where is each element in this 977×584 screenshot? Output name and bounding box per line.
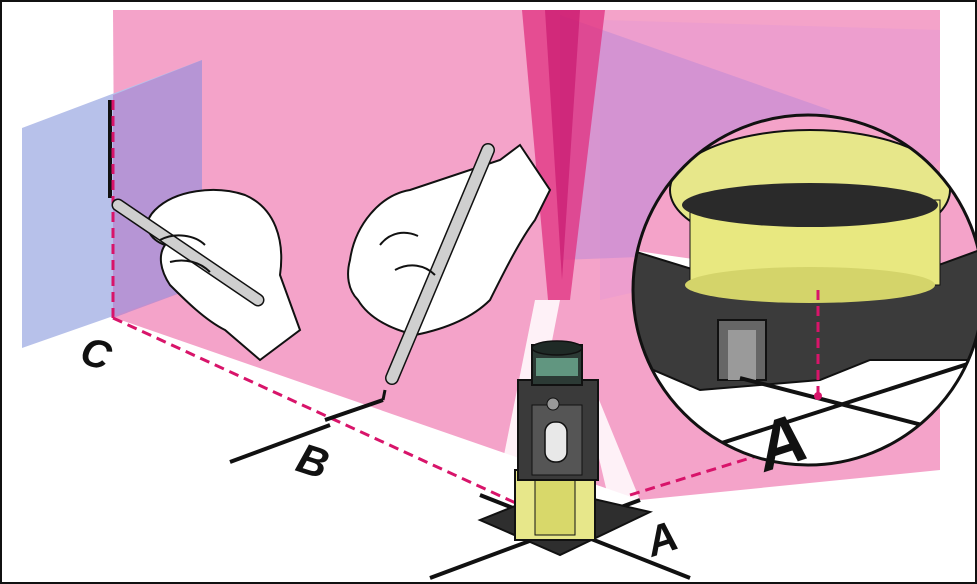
pencil-tip-b	[383, 390, 385, 400]
